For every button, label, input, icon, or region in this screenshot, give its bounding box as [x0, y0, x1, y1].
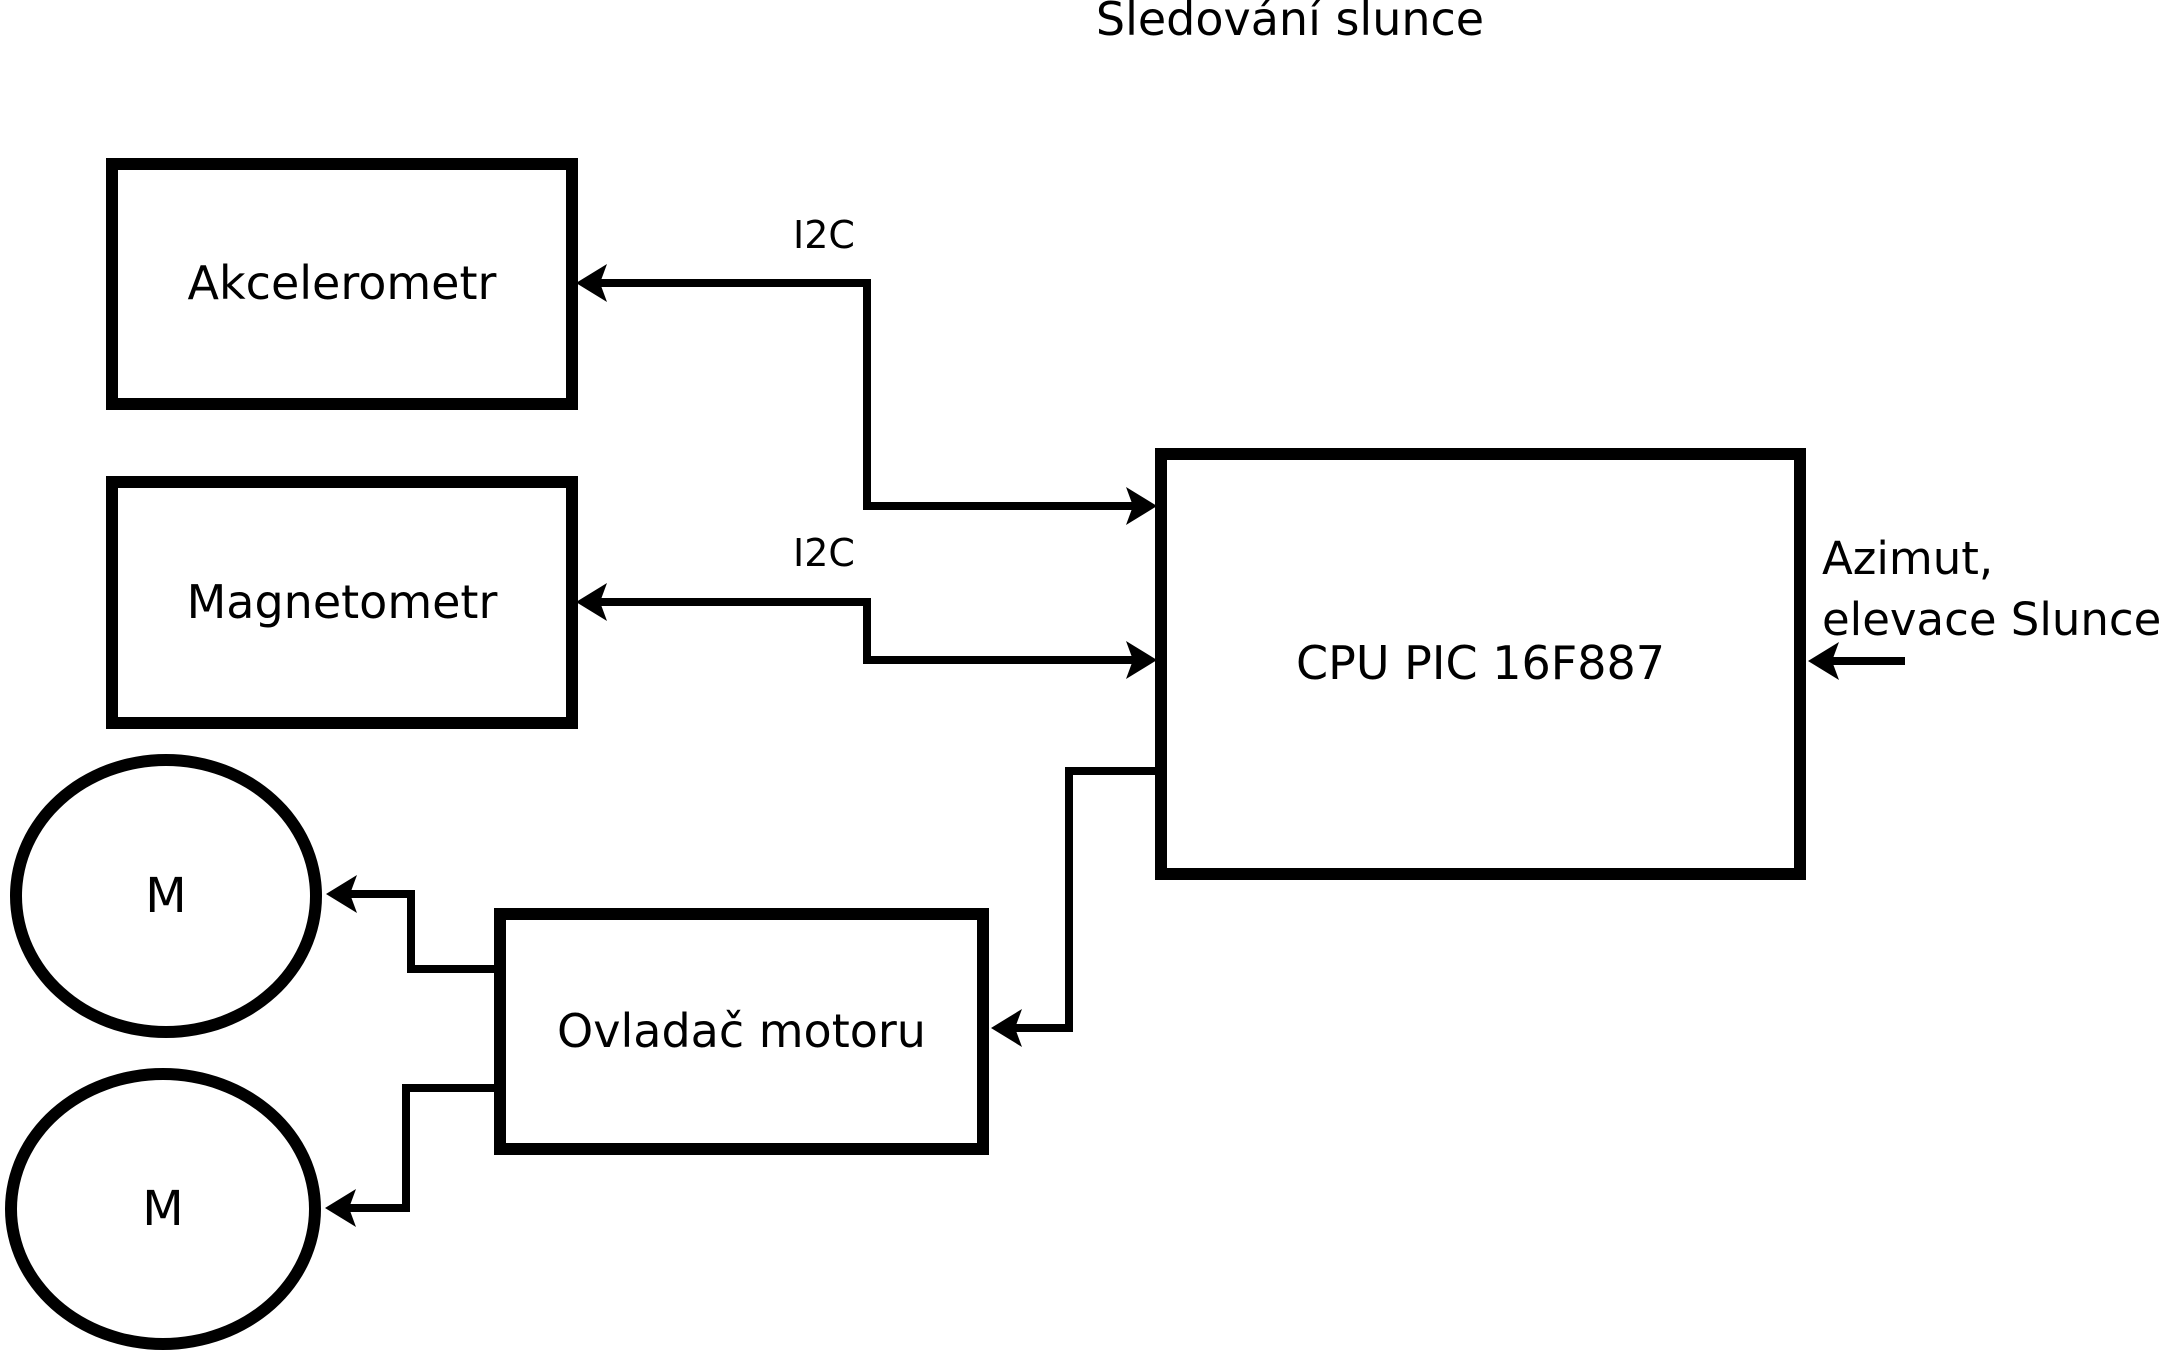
- azimut-elevace-line2: elevace Slunce: [1822, 593, 2162, 646]
- block-motor-driver: Ovladač motoru: [494, 908, 989, 1155]
- arrowhead-into-cpu-from-magnetometr: [1126, 641, 1157, 679]
- diagram-title: Sledování slunce: [1095, 0, 1485, 46]
- block-magnetometr-label: Magnetometr: [186, 574, 498, 629]
- block-motor-driver-label: Ovladač motoru: [557, 1003, 926, 1058]
- arrowhead-into-magnetometr: [576, 583, 607, 621]
- motor2-circle: M: [5, 1068, 321, 1350]
- connector-i2c-magnetometr-cpu: [600, 598, 1133, 664]
- arrowhead-into-motor-driver: [991, 1009, 1022, 1047]
- i2c-label-akcelerometr: I2C: [793, 213, 855, 257]
- arrowhead-into-cpu-from-azimut: [1808, 642, 1839, 680]
- arrowhead-into-motor2: [325, 1189, 356, 1227]
- arrowhead-into-cpu-from-akcelerometr: [1126, 487, 1157, 525]
- block-akcelerometr-label: Akcelerometr: [187, 256, 497, 311]
- arrowhead-into-akcelerometr: [576, 264, 607, 302]
- arrowhead-into-motor1: [326, 875, 357, 913]
- azimut-elevace-label: Azimut, elevace Slunce: [1822, 528, 2161, 650]
- block-magnetometr: Magnetometr: [106, 476, 578, 729]
- connector-motor-driver-motor2: [349, 1084, 498, 1212]
- motor2-label: M: [142, 1181, 184, 1237]
- motor1-circle: M: [10, 754, 322, 1038]
- connector-i2c-akcelerometr-cpu: [600, 279, 1133, 510]
- motor1-label: M: [145, 868, 187, 924]
- connector-motor-driver-motor1: [350, 890, 498, 973]
- azimut-elevace-line1: Azimut,: [1822, 532, 1994, 585]
- block-akcelerometr: Akcelerometr: [106, 158, 578, 410]
- block-cpu: CPU PIC 16F887: [1155, 448, 1806, 880]
- i2c-label-magnetometr: I2C: [793, 531, 855, 575]
- connector-cpu-motor-driver: [1015, 767, 1160, 1032]
- block-cpu-label: CPU PIC 16F887: [1296, 636, 1665, 691]
